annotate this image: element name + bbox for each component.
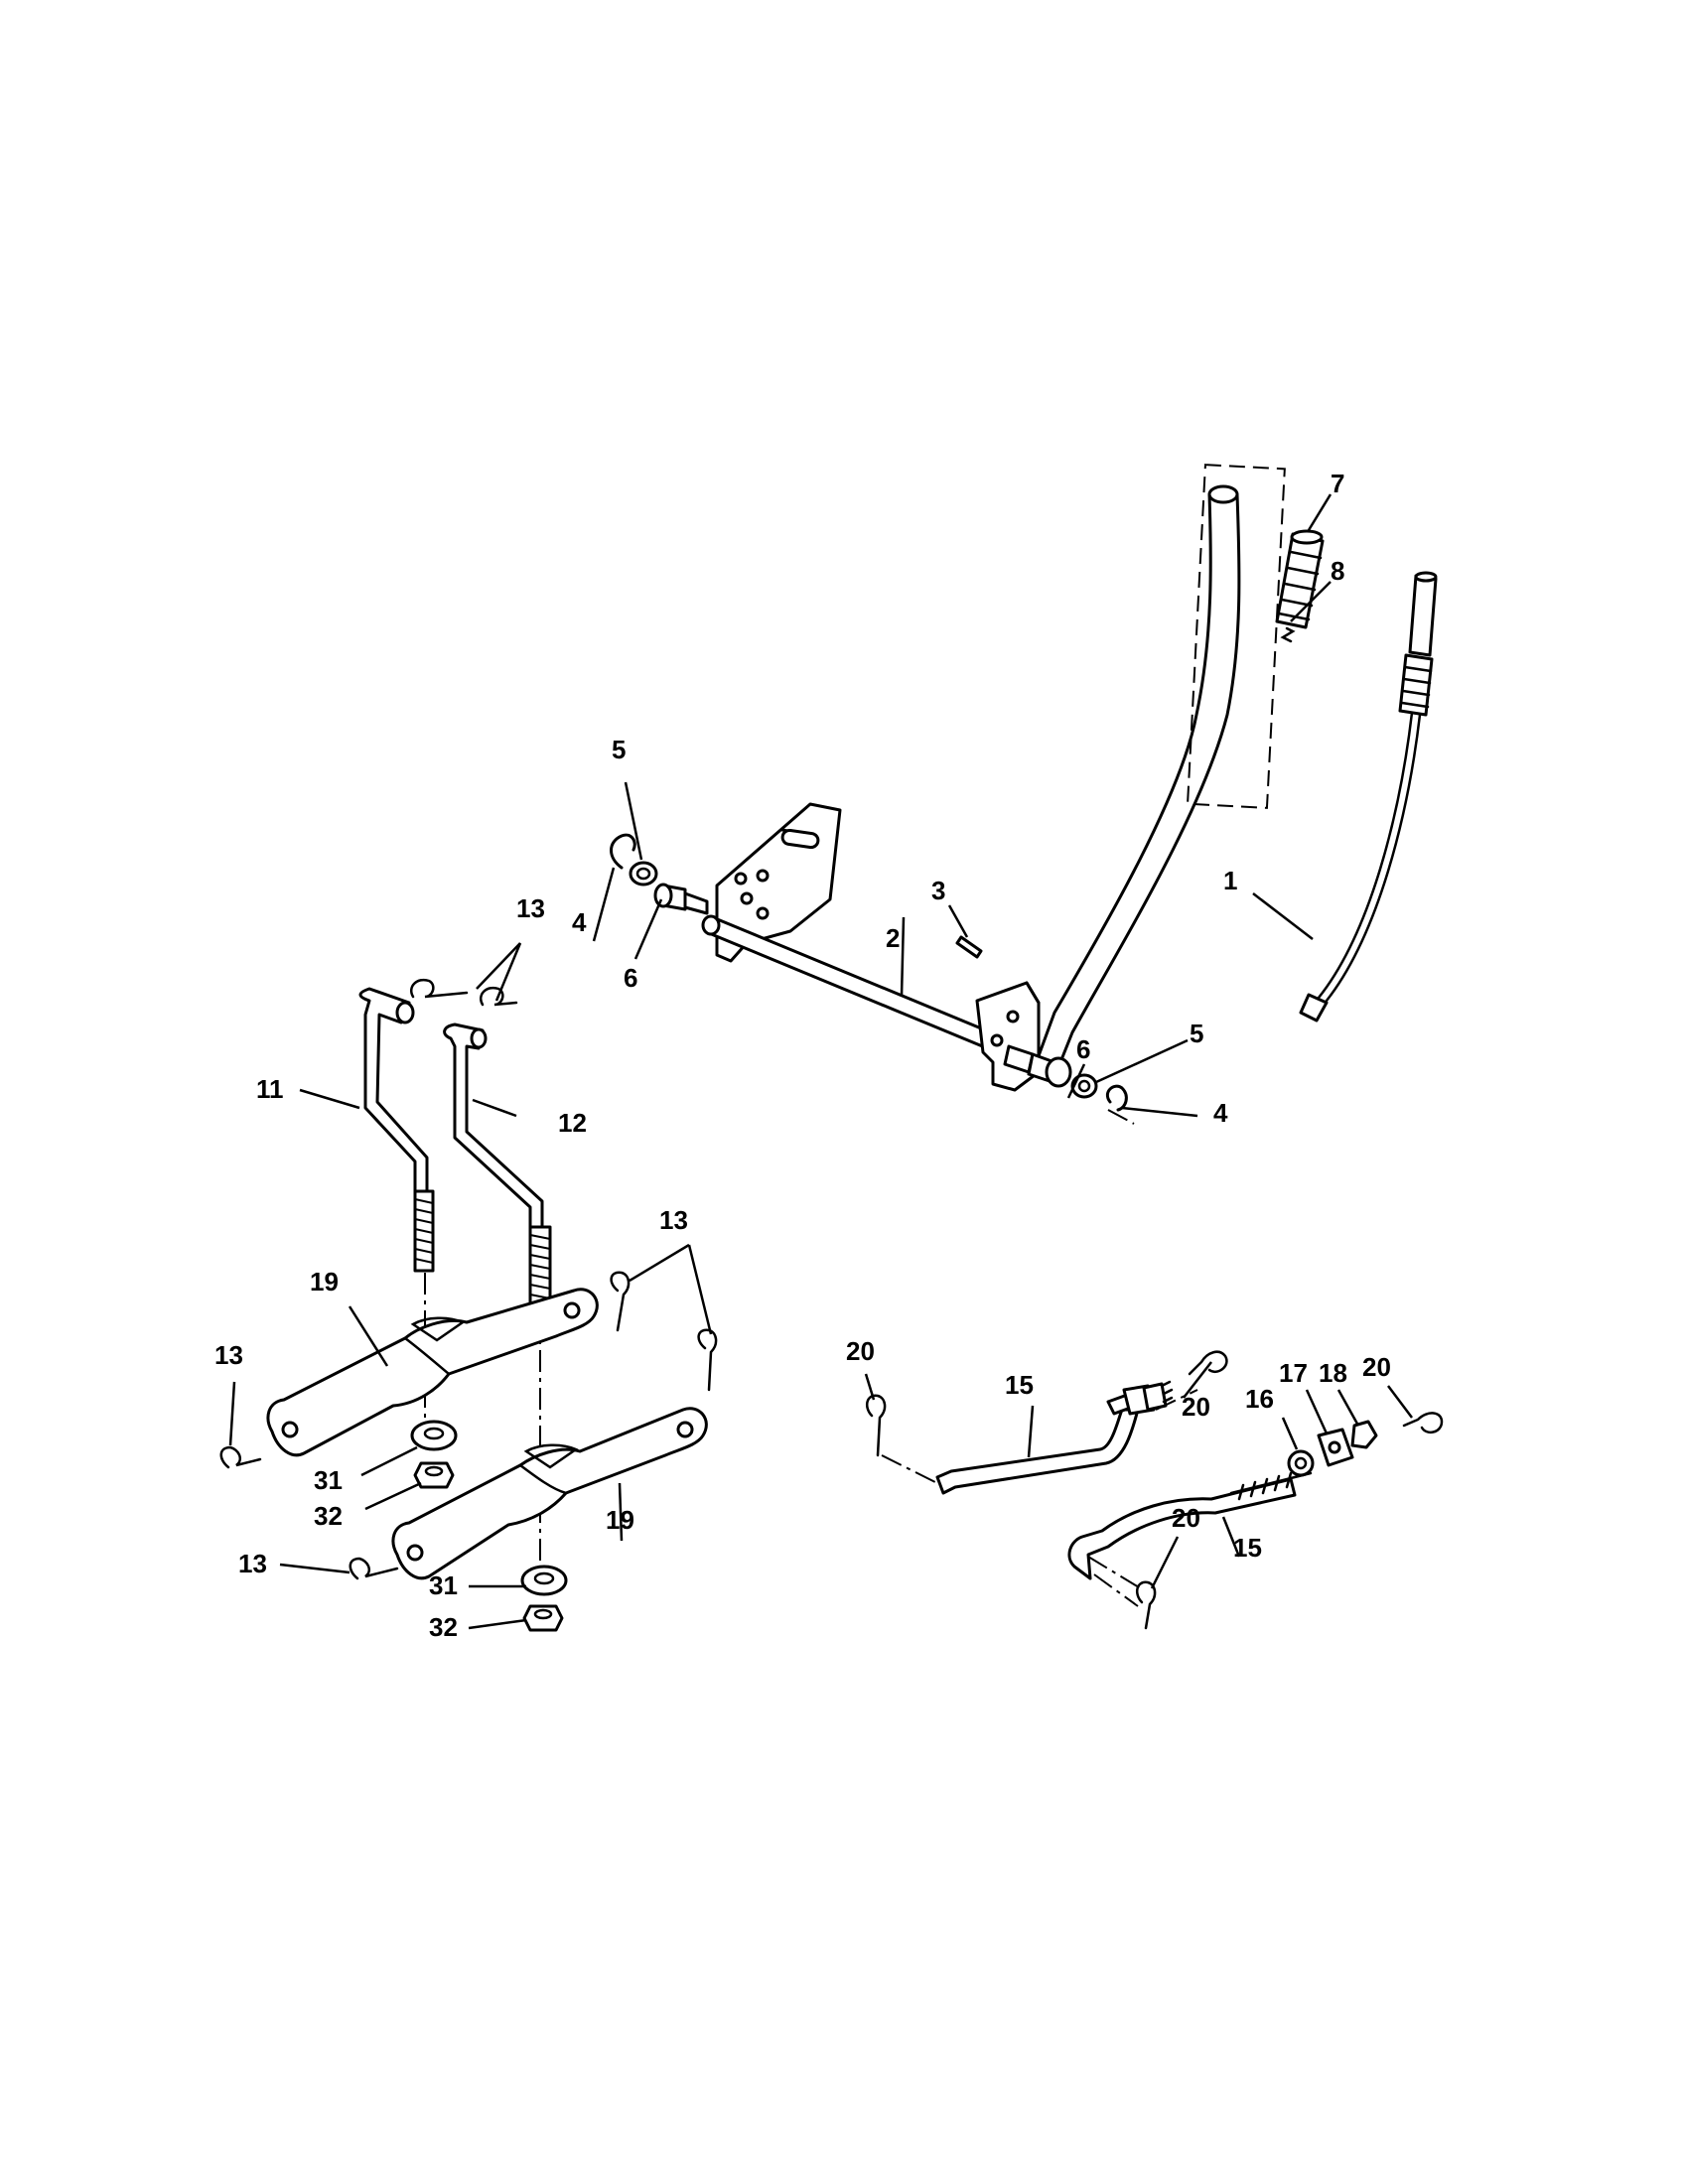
nut-upper [413,1461,455,1489]
callout-1: 1 [1223,866,1237,895]
lift-link-left [358,987,435,1273]
callout-13-bottom: 13 [238,1549,267,1578]
left-e-ring [610,833,636,870]
hairpin-clip-20-bottom [1135,1580,1157,1630]
callout-20-upper: 20 [1182,1392,1210,1422]
hairpin-clip-upper-b [480,986,518,1007]
lift-arm-upper [266,1288,599,1457]
bushing-lower [520,1565,568,1596]
callout-19-upper: 19 [310,1267,339,1297]
lift-shaft [701,914,1005,1054]
roll-pin [955,935,983,959]
bushing-upper [410,1420,458,1451]
callout-18: 18 [1319,1358,1347,1388]
adjustment-rod-upper [935,1380,1174,1495]
callout-8: 8 [1331,556,1344,586]
callout-13-top: 13 [516,893,545,923]
callout-labels: 7 8 1 3 2 5 4 6 6 5 4 13 11 12 13 19 13 … [214,469,1391,1642]
callout-3: 3 [931,876,945,905]
clevis-block [1317,1428,1354,1467]
callout-17: 17 [1279,1358,1308,1388]
hairpin-clip-bottom [349,1557,399,1580]
callout-32-lower: 32 [429,1612,458,1642]
callout-11: 11 [256,1074,284,1104]
hairpin-clip-left [219,1445,262,1469]
callout-13-left: 13 [214,1340,243,1370]
left-shaft-bushing [653,883,709,915]
callout-20-left: 20 [846,1336,875,1366]
callout-6-left: 6 [624,963,637,993]
hairpin-clip-mid-b [697,1328,718,1392]
callout-13-mid: 13 [659,1205,688,1235]
callout-2: 2 [886,923,900,953]
adjustment-rod-lower [1067,1471,1313,1580]
right-shaft-bushing [1003,1044,1072,1088]
jam-nut [1287,1449,1315,1477]
knob-spring [1280,626,1296,643]
callout-15-upper: 15 [1005,1370,1034,1400]
nut-lower [522,1604,564,1632]
callout-12: 12 [558,1108,587,1138]
right-washer [1070,1073,1098,1099]
lift-link-right [443,1023,552,1312]
hairpin-clip-mid-a [610,1271,631,1332]
callout-4-right: 4 [1213,1098,1228,1128]
left-washer [629,861,658,887]
callout-19-lower: 19 [606,1505,634,1535]
callout-20-bottom: 20 [1172,1503,1200,1533]
lift-lever [1031,464,1286,1084]
callout-31-upper: 31 [314,1465,343,1495]
callout-20-right: 20 [1362,1352,1391,1382]
hairpin-clip-20-upper [1188,1350,1228,1376]
callout-6-right: 6 [1076,1034,1090,1064]
hairpin-clip-20-left [865,1394,887,1457]
callout-4-left: 4 [572,907,587,937]
clevis-nut [1350,1420,1378,1449]
lift-bracket [715,802,842,963]
hairpin-clip-upper-a [410,978,469,999]
right-e-ring [1105,1084,1128,1112]
hairpin-clip-20-right [1402,1412,1444,1434]
lift-arm-lower [391,1407,708,1580]
handle-grip-outline [1187,464,1286,809]
callout-5-right: 5 [1190,1019,1203,1048]
callout-7: 7 [1331,469,1344,498]
callout-31-lower: 31 [429,1570,458,1600]
callout-5-left: 5 [612,735,626,764]
lift-cable [1299,571,1438,1023]
handle-knob [1275,529,1325,629]
callout-16: 16 [1245,1384,1274,1414]
callout-32-upper: 32 [314,1501,343,1531]
callout-15-lower: 15 [1233,1533,1262,1563]
leader-lines [228,493,1413,1630]
